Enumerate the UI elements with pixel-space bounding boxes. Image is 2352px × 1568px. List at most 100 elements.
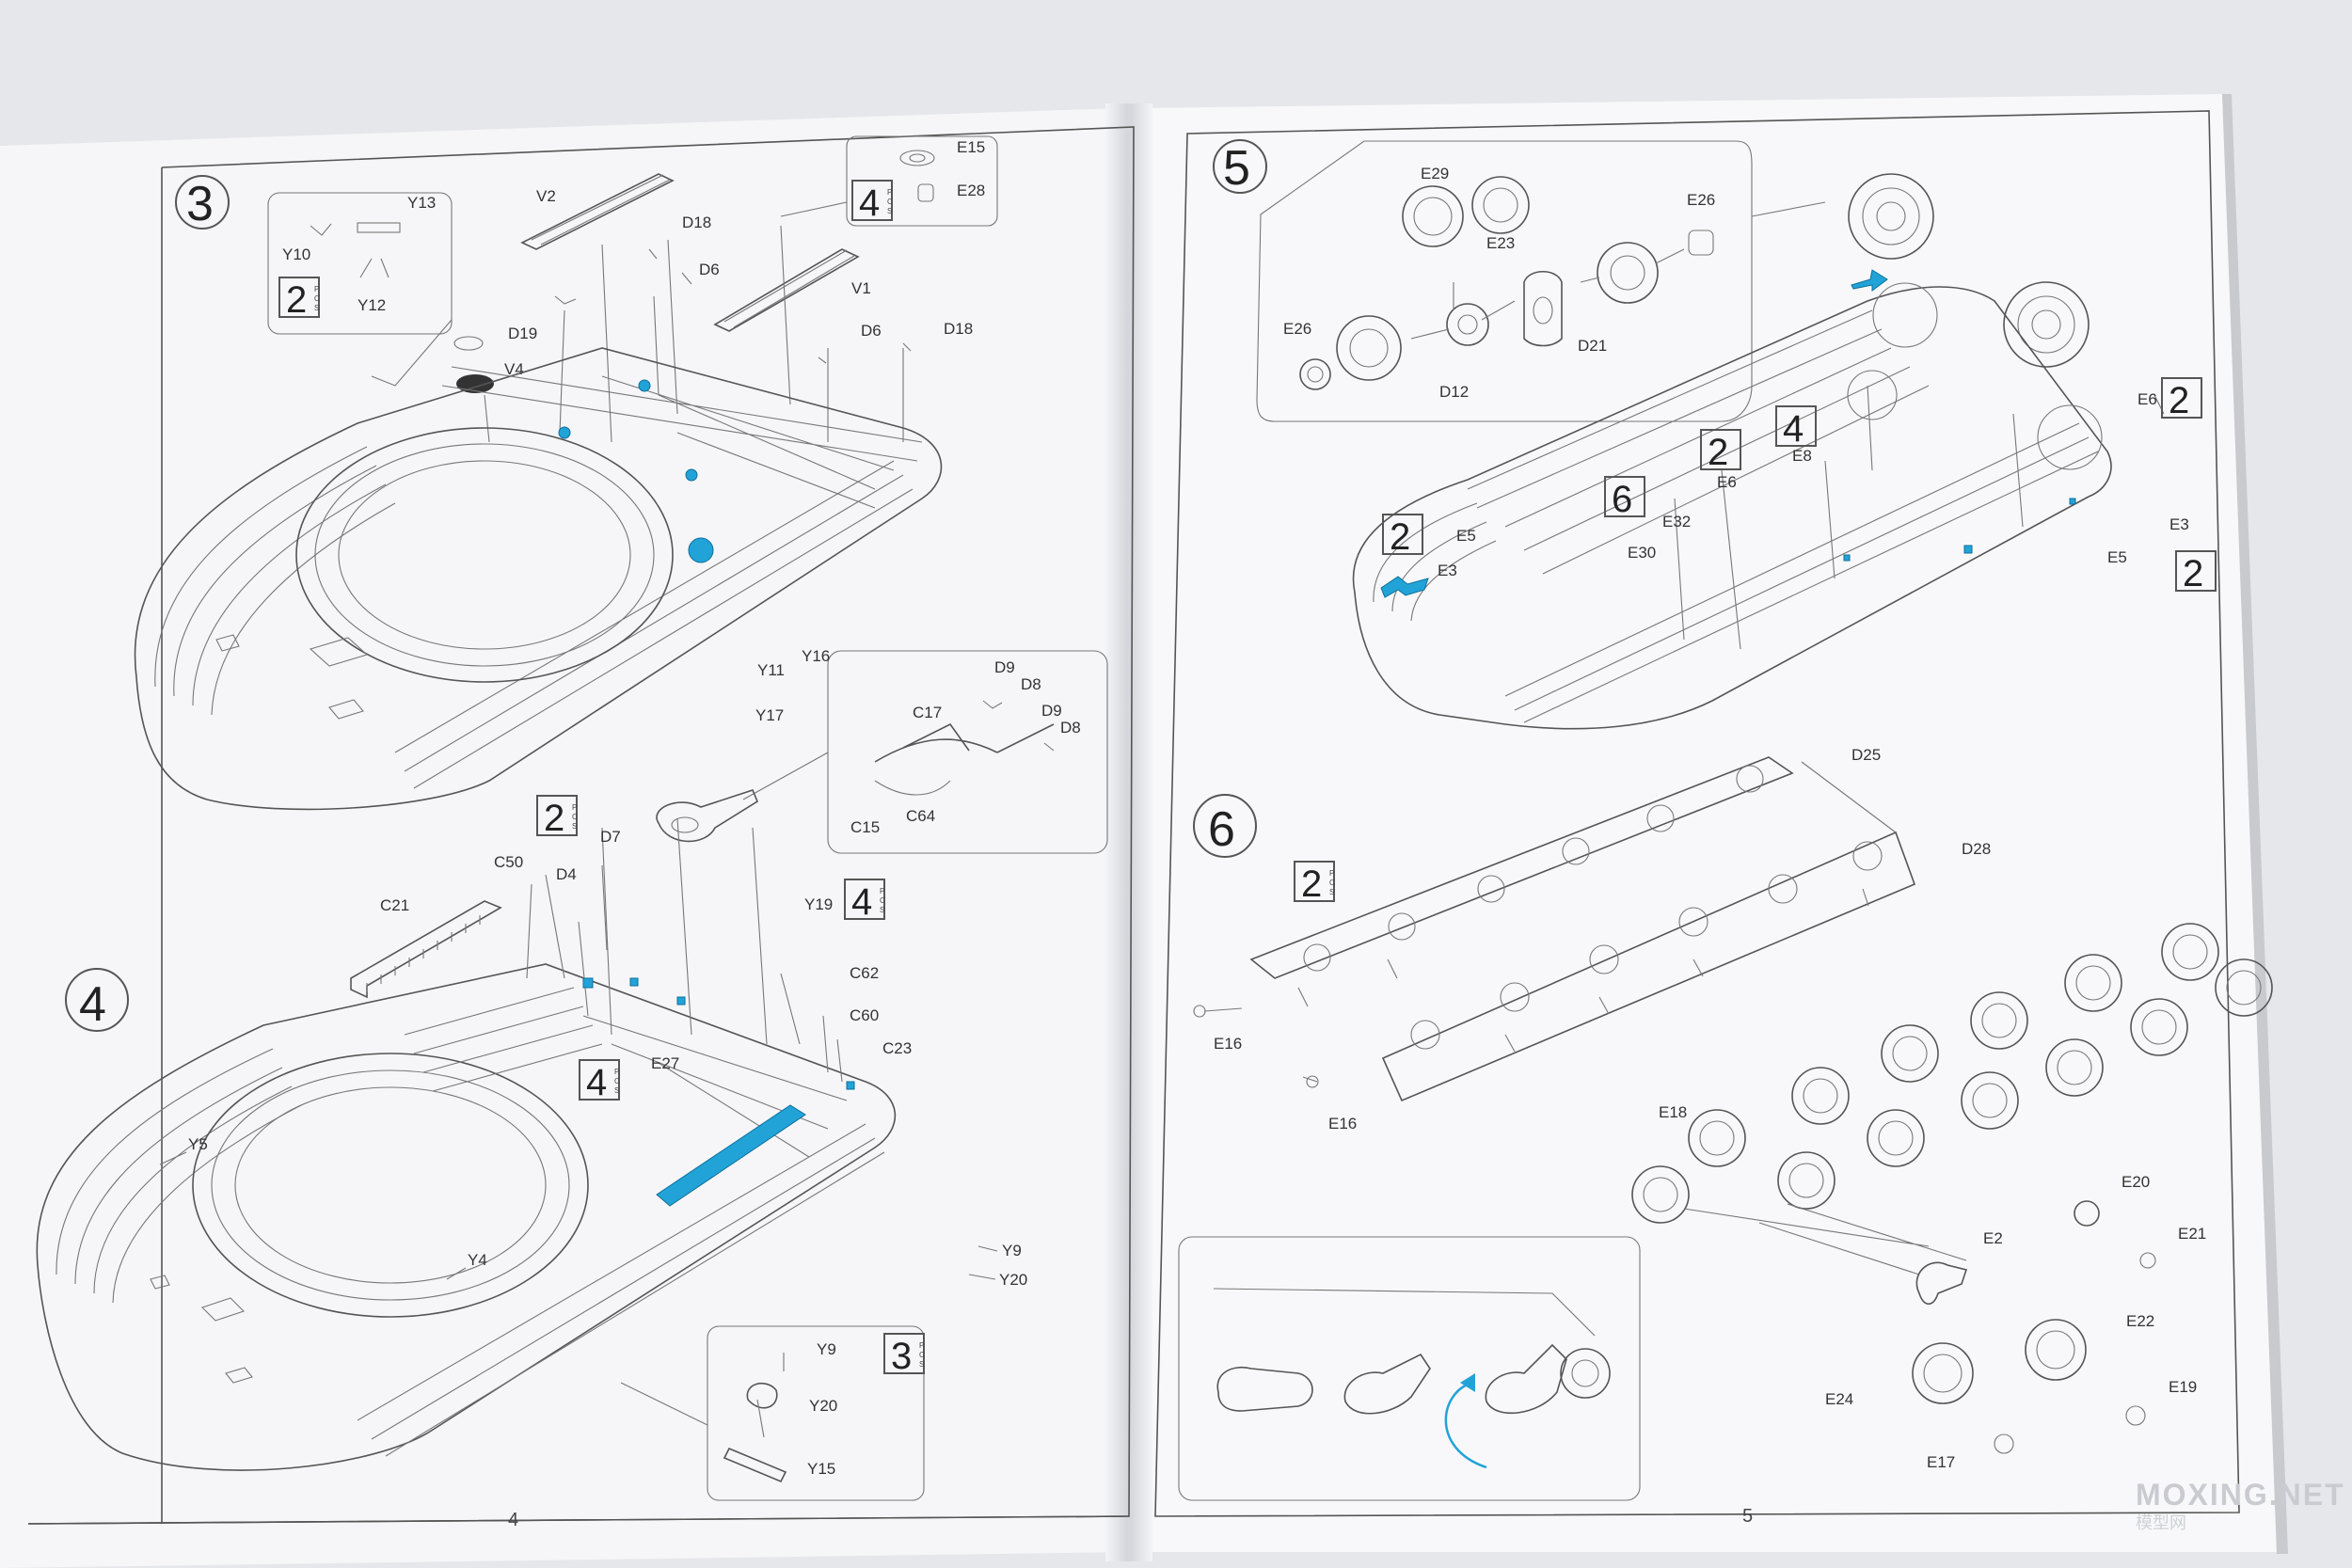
svg-text:4: 4 xyxy=(851,881,872,923)
svg-text:S: S xyxy=(572,822,577,831)
svg-text:Y20: Y20 xyxy=(809,1397,837,1415)
svg-text:D6: D6 xyxy=(861,322,882,340)
svg-text:E17: E17 xyxy=(1927,1453,1955,1471)
svg-text:6: 6 xyxy=(1612,479,1632,520)
svg-text:Y19: Y19 xyxy=(804,895,833,913)
svg-text:4: 4 xyxy=(79,977,106,1032)
svg-text:3: 3 xyxy=(891,1336,912,1377)
svg-text:2: 2 xyxy=(1390,516,1410,558)
svg-text:P: P xyxy=(314,285,319,293)
svg-text:4: 4 xyxy=(859,182,880,224)
svg-text:E30: E30 xyxy=(1628,544,1656,562)
step-5-pcs-badges: 2 2 4 6 2 2 xyxy=(1382,377,2217,594)
svg-text:E26: E26 xyxy=(1283,320,1311,338)
svg-text:C: C xyxy=(887,198,893,206)
svg-text:Y9: Y9 xyxy=(817,1340,836,1358)
svg-text:D8: D8 xyxy=(1021,675,1041,693)
svg-text:P: P xyxy=(614,1068,619,1076)
svg-text:E27: E27 xyxy=(651,1054,679,1072)
svg-text:D7: D7 xyxy=(600,828,621,846)
svg-text:S: S xyxy=(919,1360,924,1369)
svg-text:Y9: Y9 xyxy=(1002,1242,1022,1259)
right-page-frame xyxy=(1154,110,2240,1517)
step-4-pcs-d7: 2 PCS xyxy=(536,795,578,839)
svg-text:E19: E19 xyxy=(2169,1378,2197,1396)
svg-text:E2: E2 xyxy=(1983,1229,2003,1247)
svg-text:C23: C23 xyxy=(882,1039,912,1057)
svg-text:Y15: Y15 xyxy=(807,1460,835,1478)
step-4-strip-c21 xyxy=(350,900,502,999)
svg-text:S: S xyxy=(1329,888,1334,896)
svg-text:D21: D21 xyxy=(1578,337,1607,355)
svg-text:S: S xyxy=(887,207,892,215)
step-5-labels: E6 E6 E8 E32 E30 E5 E3 E3 E5 xyxy=(1438,390,2189,579)
step-4-bracket-part xyxy=(656,789,758,843)
step-6-marker: 6 xyxy=(1193,794,1257,858)
svg-text:D8: D8 xyxy=(1060,719,1081,736)
svg-text:D18: D18 xyxy=(682,214,711,231)
svg-text:2: 2 xyxy=(1301,863,1322,905)
right-page xyxy=(1129,94,2277,1552)
svg-text:E20: E20 xyxy=(2122,1173,2150,1191)
step-4-labels: Y11 Y16 Y17 D7 C50 D4 C21 Y19 C62 C60 C2… xyxy=(188,647,1027,1289)
svg-text:MOXING.NET: MOXING.NET xyxy=(2136,1478,2345,1512)
svg-text:2: 2 xyxy=(544,798,564,839)
watermark: MOXING.NET 模型网 xyxy=(2136,1478,2345,1532)
svg-text:D9: D9 xyxy=(994,658,1015,676)
svg-text:C15: C15 xyxy=(850,818,880,836)
svg-text:D9: D9 xyxy=(1041,702,1062,720)
step-3-callout-e: E15 E28 4 PCS xyxy=(780,135,998,227)
step-4-callout-c: D9 D8 C17 D9 D8 C15 C64 xyxy=(742,650,1108,854)
step-3-loose-parts xyxy=(453,225,912,443)
step-3-callout-y: Y13 Y10 Y12 2 PCS xyxy=(267,192,453,387)
svg-text:C: C xyxy=(919,1351,925,1359)
step-4-hull-drawing xyxy=(36,817,897,1471)
svg-text:P: P xyxy=(887,188,892,197)
svg-text:E29: E29 xyxy=(1421,165,1449,182)
svg-text:P: P xyxy=(572,803,577,812)
svg-text:2: 2 xyxy=(2169,380,2189,421)
step-4-pcs-y19: 4 PCS xyxy=(844,879,885,923)
step-3-strip-v2 xyxy=(520,173,675,250)
svg-text:E6: E6 xyxy=(2137,390,2157,408)
svg-text:D25: D25 xyxy=(1851,746,1881,764)
step-4-marker: 4 xyxy=(65,968,129,1032)
right-page-number: 5 xyxy=(1742,1506,1753,1527)
svg-text:Y12: Y12 xyxy=(358,296,386,314)
svg-text:E16: E16 xyxy=(1328,1115,1357,1132)
svg-text:2: 2 xyxy=(2183,553,2203,594)
svg-text:Y5: Y5 xyxy=(188,1135,208,1153)
svg-text:E23: E23 xyxy=(1486,234,1515,252)
svg-text:6: 6 xyxy=(1208,802,1235,857)
svg-text:E26: E26 xyxy=(1687,191,1715,209)
step-6-road-wheels xyxy=(1631,923,2273,1454)
svg-text:E5: E5 xyxy=(2107,548,2127,566)
svg-text:E8: E8 xyxy=(1792,447,1812,465)
step-3-marker: 3 xyxy=(175,175,230,231)
svg-text:V1: V1 xyxy=(851,279,871,297)
svg-text:E28: E28 xyxy=(957,182,985,199)
svg-text:D4: D4 xyxy=(556,865,577,883)
svg-text:Y13: Y13 xyxy=(407,194,436,212)
step-6-labels: D25 D28 E16 E16 E18 E20 E21 E2 E22 E24 E… xyxy=(1214,746,2206,1471)
svg-text:P: P xyxy=(919,1341,924,1350)
svg-text:S: S xyxy=(614,1086,619,1095)
svg-text:D18: D18 xyxy=(944,320,973,338)
svg-text:V2: V2 xyxy=(536,187,556,205)
svg-text:E22: E22 xyxy=(2126,1312,2154,1330)
svg-text:C64: C64 xyxy=(906,807,935,825)
svg-text:C60: C60 xyxy=(850,1006,879,1024)
svg-text:C: C xyxy=(1329,879,1335,887)
svg-text:C62: C62 xyxy=(850,964,879,982)
svg-text:D12: D12 xyxy=(1439,383,1469,401)
step-4-pcs-e27: 4 PCS xyxy=(579,1059,620,1103)
step-4-callout-y: Y9 Y20 Y15 3 PCS xyxy=(620,1325,925,1501)
svg-text:C17: C17 xyxy=(913,704,942,721)
left-page xyxy=(0,108,1129,1568)
svg-text:C50: C50 xyxy=(494,853,523,871)
svg-text:Y10: Y10 xyxy=(282,245,310,263)
svg-text:E3: E3 xyxy=(1438,562,1457,579)
svg-text:C: C xyxy=(614,1077,620,1085)
svg-text:E21: E21 xyxy=(2178,1225,2206,1243)
